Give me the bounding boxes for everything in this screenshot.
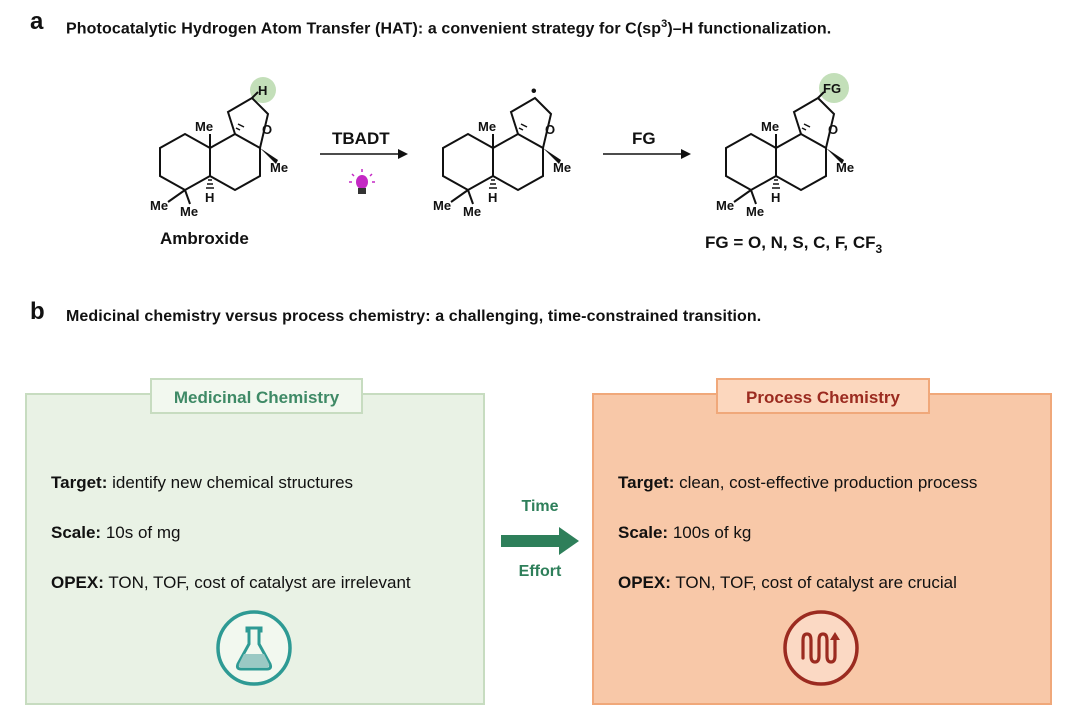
medicinal-chemistry-title: Medicinal Chemistry: [150, 378, 363, 414]
fg-scope-label: FG = O, N, S, C, F, CF3: [705, 233, 883, 256]
ambroxide-label: Ambroxide: [160, 229, 249, 248]
panel-a-title: Photocatalytic Hydrogen Atom Transfer (H…: [66, 18, 832, 38]
hat-site-highlight: [250, 77, 276, 103]
scale-label: Scale:: [618, 523, 669, 542]
reagent-1-label: TBADT: [332, 129, 390, 148]
atom-me-label: Me: [836, 160, 854, 175]
flask-icon: [216, 610, 292, 686]
medicinal-chemistry-box: Medicinal Chemistry Target: identify new…: [25, 378, 485, 705]
functionalized-product-structure: FG O Me Me H Me Me: [716, 73, 854, 219]
panel-a-letter: a: [30, 8, 44, 35]
atom-me-label: Me: [270, 160, 288, 175]
panel-b-title: Medicinal chemistry versus process chemi…: [66, 308, 762, 325]
atom-me-label: Me: [761, 119, 779, 134]
radical-dot: •: [531, 83, 537, 100]
effort-label: Effort: [518, 563, 562, 580]
reagent-2-label: FG: [632, 129, 656, 148]
atom-me-label: Me: [716, 198, 734, 213]
medicinal-scale-row: Scale: 10s of mg: [51, 523, 180, 543]
process-scale-row: Scale: 100s of kg: [618, 523, 751, 543]
opex-label: OPEX:: [51, 573, 104, 592]
opex-value: TON, TOF, cost of catalyst are irrelevan…: [108, 573, 411, 592]
target-label: Target:: [51, 473, 108, 492]
atom-me-label: Me: [463, 204, 481, 219]
atom-me-label: Me: [150, 198, 168, 213]
atom-me-label: Me: [746, 204, 764, 219]
reaction-arrow-2: FG: [603, 129, 691, 159]
process-chemistry-title: Process Chemistry: [716, 378, 930, 414]
process-opex-row: OPEX: TON, TOF, cost of catalyst are cru…: [618, 573, 957, 593]
medicinal-opex-row: OPEX: TON, TOF, cost of catalyst are irr…: [51, 573, 411, 593]
atom-me-label: Me: [195, 119, 213, 134]
target-label: Target:: [618, 473, 675, 492]
right-arrow-icon: [501, 527, 579, 555]
fg-site-highlight: [819, 73, 849, 103]
atom-me-label: Me: [553, 160, 571, 175]
atom-h-label: H: [258, 83, 267, 98]
scale-label: Scale:: [51, 523, 102, 542]
atom-o-label: O: [828, 122, 838, 137]
light-bulb-icon: [349, 169, 375, 194]
atom-me-label: Me: [433, 198, 451, 213]
atom-h-label: H: [771, 190, 780, 205]
atom-o-label: O: [262, 122, 272, 137]
radical-intermediate-structure: • O Me Me H Me Me: [433, 83, 571, 219]
opex-value: TON, TOF, cost of catalyst are crucial: [675, 573, 957, 592]
opex-label: OPEX:: [618, 573, 671, 592]
scale-value: 10s of mg: [105, 523, 181, 542]
atom-me-label: Me: [180, 204, 198, 219]
ambroxide-structure: H O Me Me H Me Me Ambroxide: [150, 77, 288, 248]
atom-h-label: H: [488, 190, 497, 205]
target-value: clean, cost-effective production process: [679, 473, 978, 492]
reaction-scheme: H O Me Me H Me Me Ambroxide TBADT • O Me…: [150, 73, 883, 256]
process-target-row: Target: clean, cost-effective production…: [618, 473, 977, 493]
transition-arrow: Time Effort: [495, 495, 585, 595]
time-label: Time: [521, 498, 559, 515]
atom-o-label: O: [545, 122, 555, 137]
reaction-arrow-1: TBADT: [320, 129, 408, 194]
panel-b-letter: b: [30, 298, 45, 325]
scale-value: 100s of kg: [672, 523, 752, 542]
medicinal-target-row: Target: identify new chemical structures: [51, 473, 353, 493]
atom-h-label: H: [205, 190, 214, 205]
process-chemistry-box: Process Chemistry Target: clean, cost-ef…: [592, 378, 1052, 705]
target-value: identify new chemical structures: [112, 473, 354, 492]
atom-me-label: Me: [478, 119, 496, 134]
atom-fg-label: FG: [823, 81, 841, 96]
coil-reactor-icon: [783, 610, 859, 686]
